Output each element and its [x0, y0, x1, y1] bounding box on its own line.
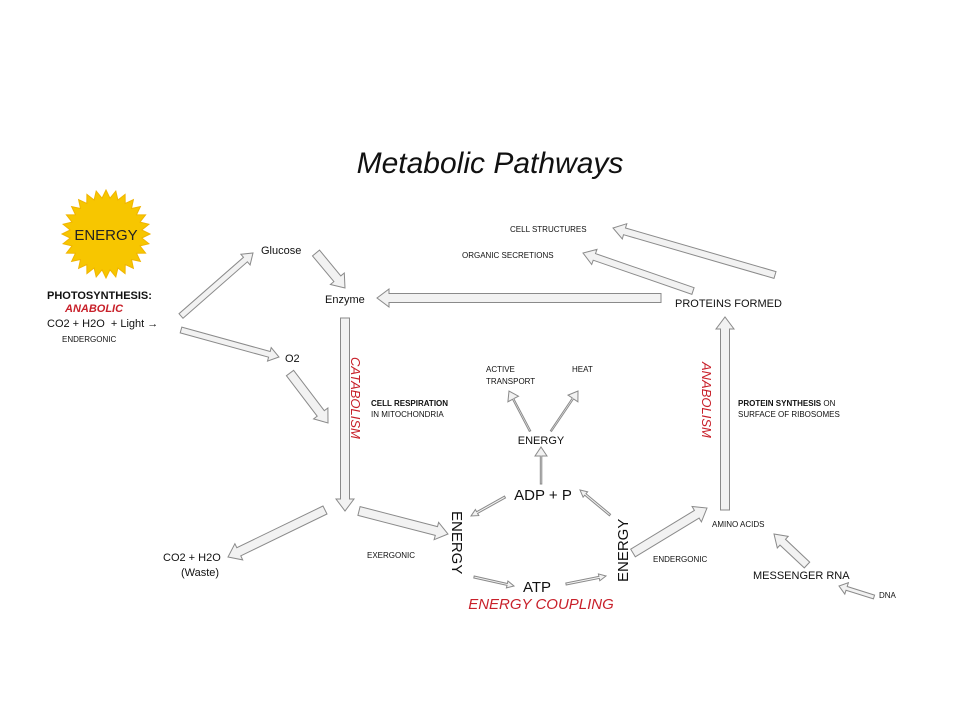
photosynthesis-heading: PHOTOSYNTHESIS:: [47, 290, 152, 302]
arrow-proteins-to-enzyme: [376, 288, 662, 308]
arrow-catabolism-down: [335, 317, 355, 512]
arrow-dna-to-mrna: [838, 581, 876, 600]
energy-center-label: ENERGY: [518, 435, 565, 447]
ribosomes-label: SURFACE OF RIBOSOMES: [738, 410, 840, 419]
photosynthesis-anabolic-label: ANABOLIC: [64, 303, 124, 315]
adp-p-label: ADP + P: [514, 487, 572, 504]
photosynthesis-endergonic-label: ENDERGONIC: [62, 335, 116, 344]
arrow-energy-to-active-transport: [507, 390, 532, 432]
arrow-anabolism-up: [715, 316, 735, 511]
anabolism-label: ANABOLISM: [699, 361, 714, 438]
arrow-to-anabolism: [630, 505, 708, 558]
diagram-title: Metabolic Pathways: [357, 147, 624, 180]
arrow-atp-to-energy-right: [565, 573, 608, 586]
organic-secretions-label: ORGANIC SECRETIONS: [462, 251, 554, 260]
o2-label: O2: [285, 353, 300, 365]
heat-label: HEAT: [572, 365, 593, 374]
arrow-proteins-to-cell-structures: [612, 222, 777, 280]
messenger-rna-label: MESSENGER RNA: [753, 570, 850, 582]
protein-synthesis-bold: PROTEIN SYNTHESIS: [738, 399, 822, 408]
waste-note-label: (Waste): [181, 567, 219, 579]
cell-respiration-label: CELL RESPIRATION: [371, 399, 448, 408]
arrow-glucose-to-enzyme: [311, 249, 346, 289]
arrow-photosynthesis-to-glucose: [178, 252, 254, 320]
arrow-photosynthesis-to-o2: [179, 326, 280, 362]
protein-synthesis-suffix: ON: [821, 399, 835, 408]
arrow-to-energy-left: [357, 505, 449, 541]
waste-products-label: CO2 + H2O: [163, 552, 221, 564]
sun-icon: ENERGY: [60, 188, 152, 280]
mitochondria-label: IN MITOCHONDRIA: [371, 410, 444, 419]
active-transport-label-1: ACTIVE: [486, 365, 515, 374]
enzyme-label: Enzyme: [325, 294, 365, 306]
active-transport-label-2: TRANSPORT: [486, 377, 535, 386]
arrow-mrna-to-amino-acids: [773, 533, 811, 569]
protein-synthesis-label: PROTEIN SYNTHESIS ON: [738, 399, 836, 408]
arrow-energy-right-to-adp: [579, 489, 612, 517]
cell-structures-label: CELL STRUCTURES: [510, 225, 587, 234]
atp-label: ATP: [523, 579, 551, 596]
catabolism-label: CATABOLISM: [348, 357, 363, 439]
photosynthesis-equation: CO2 + H2O + Light →: [47, 318, 158, 330]
glucose-label: Glucose: [261, 245, 301, 257]
proteins-formed-label: PROTEINS FORMED: [675, 298, 782, 310]
exergonic-label: EXERGONIC: [367, 551, 415, 560]
sun-energy-label: ENERGY: [74, 227, 137, 244]
endergonic-label: ENDERGONIC: [653, 555, 707, 564]
energy-left-vertical-label: ENERGY: [448, 511, 465, 574]
arrow-proteins-to-organic-secretions: [582, 248, 695, 295]
arrows-group: [178, 222, 876, 600]
arrow-o2-to-mitochondria: [285, 369, 329, 424]
arrow-energy-to-heat: [549, 390, 579, 433]
energy-coupling-label: ENERGY COUPLING: [468, 596, 614, 613]
arrow-energy-left-to-atp: [473, 575, 516, 589]
arrow-adp-to-energy-center: [534, 446, 548, 485]
arrow-adp-to-energy-left: [470, 495, 507, 517]
energy-right-vertical-label: ENERGY: [615, 519, 632, 582]
arrow-to-waste: [227, 505, 328, 561]
amino-acids-label: AMINO ACIDS: [712, 520, 764, 529]
dna-label: DNA: [879, 591, 897, 600]
